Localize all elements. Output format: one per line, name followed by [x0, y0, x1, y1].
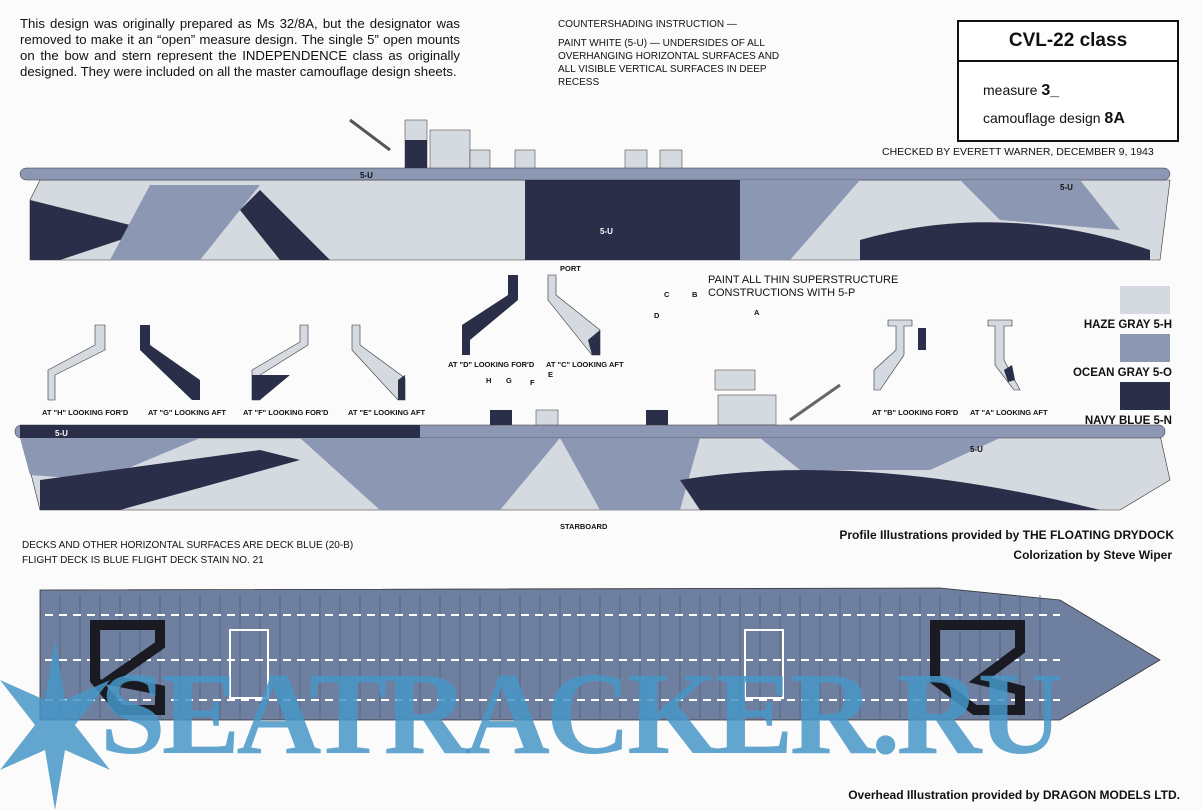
legend-haze-gray: HAZE GRAY 5-H	[1083, 319, 1172, 331]
port-label: PORT	[560, 264, 581, 273]
label-5u-port-3: 5-U	[1060, 183, 1073, 192]
marker-c: C	[664, 290, 670, 299]
starboard-profile-drawing: 5-U 5-U	[14, 369, 1171, 511]
section-b	[873, 319, 926, 391]
section-h	[47, 324, 106, 401]
section-d-label: AT "D" LOOKING FOR'D	[448, 360, 535, 369]
countershading-body: PAINT WHITE (5-U) — UNDERSIDES OF ALL OV…	[558, 38, 780, 88]
starboard-label: STARBOARD	[560, 522, 608, 531]
section-a	[987, 319, 1021, 391]
watermark-star-icon	[0, 640, 110, 810]
section-f	[251, 324, 309, 401]
section-d	[462, 275, 518, 355]
measure-label: measure	[983, 82, 1038, 98]
section-g-label: AT "G" LOOKING AFT	[148, 408, 226, 417]
colorization-credit: Colorization by Steve Wiper	[1013, 548, 1172, 562]
section-f-label: AT "F" LOOKING FOR'D	[243, 408, 329, 417]
section-a-label: AT "A" LOOKING AFT	[970, 408, 1048, 417]
design-value: 8A	[1104, 110, 1125, 127]
section-g	[140, 325, 200, 400]
legend-ocean-gray: OCEAN GRAY 5-O	[1072, 367, 1172, 379]
decks-note-line-2: FLIGHT DECK IS BLUE FLIGHT DECK STAIN NO…	[22, 555, 264, 566]
section-h-label: AT "H" LOOKING FOR'D	[42, 408, 129, 417]
section-c-label: AT "C" LOOKING AFT	[546, 360, 624, 369]
label-5u-port-1: 5-U	[360, 171, 373, 180]
measure-value: 3_	[1041, 82, 1060, 99]
label-5u-starboard-2: 5-U	[970, 445, 983, 454]
label-5u-port-2: 5-U	[600, 227, 613, 236]
label-5u-starboard-1: 5-U	[55, 429, 68, 438]
thin-superstructure-note: PAINT ALL THIN SUPERSTRUCTURE CONSTRUCTI…	[708, 274, 899, 299]
decks-note-line-1: DECKS AND OTHER HORIZONTAL SURFACES ARE …	[22, 540, 354, 551]
stack-section-drawings	[47, 274, 1021, 401]
port-profile-drawing: 5-U 5-U 5-U	[19, 118, 1171, 261]
marker-f: F	[530, 378, 535, 387]
checked-by: CHECKED BY EVERETT WARNER, DECEMBER 9, 1…	[882, 146, 1154, 158]
overhead-flight-deck-drawing	[39, 587, 1161, 721]
aft-elevator	[229, 629, 269, 699]
overhead-credit: Overhead Illustration provided by DRAGON…	[848, 788, 1180, 802]
swatch-haze-gray	[1120, 286, 1170, 314]
marker-a: A	[754, 308, 760, 317]
marker-e: E	[548, 370, 554, 379]
marker-d: D	[654, 311, 660, 320]
marker-g: G	[506, 376, 512, 385]
swatch-navy-blue	[1120, 382, 1170, 410]
marker-h: H	[486, 376, 492, 385]
watermark: SEATRACKER.RU	[100, 648, 1063, 779]
decks-note: DECKS AND OTHER HORIZONTAL SURFACES ARE …	[22, 538, 353, 568]
hull-number-aft	[90, 620, 165, 715]
title-box: CVL-22 class measure 3_ camouflage desig…	[957, 20, 1179, 142]
marker-b: B	[692, 290, 698, 299]
section-e	[351, 324, 406, 401]
class-name: CVL-22 class	[959, 30, 1177, 62]
hull-number-forward	[930, 620, 1025, 715]
intro-text: This design was originally prepared as M…	[20, 16, 460, 79]
legend-navy-blue: NAVY BLUE 5-N	[1084, 415, 1172, 427]
section-e-label: AT "E" LOOKING AFT	[348, 408, 426, 417]
section-b-label: AT "B" LOOKING FOR'D	[872, 408, 959, 417]
profile-credit: Profile Illustrations provided by THE FL…	[839, 528, 1174, 542]
section-c	[547, 274, 601, 356]
countershading-title: COUNTERSHADING INSTRUCTION —	[558, 19, 737, 30]
countershading-instruction: COUNTERSHADING INSTRUCTION — PAINT WHITE…	[558, 18, 788, 89]
design-label: camouflage design	[983, 110, 1101, 126]
forward-elevator	[744, 629, 784, 699]
swatch-ocean-gray	[1120, 334, 1170, 362]
